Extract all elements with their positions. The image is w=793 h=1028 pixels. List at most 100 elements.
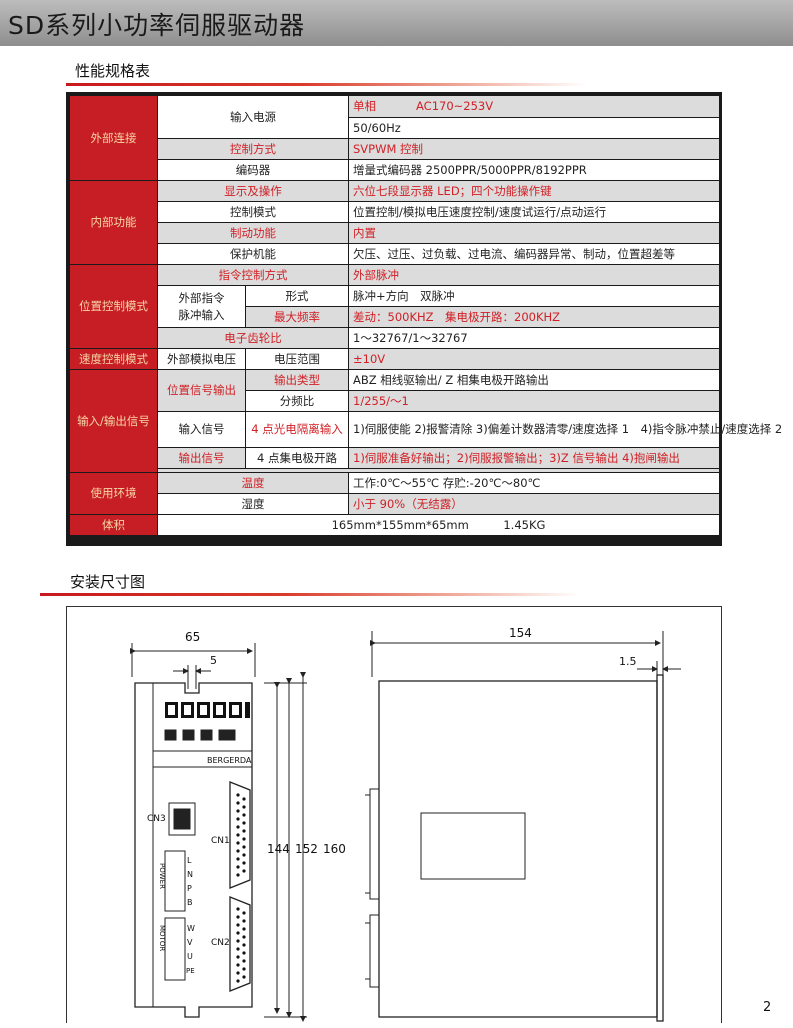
spec-value: 增量式编码器 2500PPR/5000PPR/8192PPR <box>348 159 720 181</box>
table-row: 电子齿轮比 1～32767/1～32767 <box>70 327 720 349</box>
cn3-connector <box>168 802 196 836</box>
table-row: 外部指令脉冲输入 形式 脉冲+方向 双脉冲 <box>70 285 720 328</box>
spec-label: 显示及操作 <box>157 180 349 202</box>
table-row: 50/60Hz <box>70 117 720 139</box>
power-terminal <box>164 850 186 912</box>
dim-label-5: 5 <box>210 654 217 667</box>
table-row: 输入/输出信号 位置信号输出 输出类型 ABZ 相线驱输出/ Z 相集电极开路输… <box>69 369 720 473</box>
sub-label: 输入信号 <box>157 411 246 448</box>
table-row: 湿度 小于 90%（无结露） <box>70 493 720 515</box>
cn2-connector <box>229 896 251 992</box>
spec-value: 内置 <box>348 222 720 244</box>
table-row: 位置控制模式 指令控制方式 外部脉冲 <box>69 264 720 349</box>
spec-label: 形式 <box>245 285 349 307</box>
spec-label: 控制模式 <box>157 201 349 223</box>
dim-label-152: 152 <box>295 842 318 856</box>
power-label: POWER <box>158 863 166 889</box>
motor-terminal <box>164 917 186 981</box>
table-row: 体积 165mm*155mm*65mm 1.45KG <box>69 514 720 536</box>
spec-label: 输出类型 <box>245 369 349 391</box>
side-connector-upper <box>369 788 380 900</box>
spec-value: ±10V <box>348 348 720 370</box>
side-connector-lower <box>369 914 380 988</box>
spec-value: 差动：500KHZ 集电极开路：200KHZ <box>348 306 720 328</box>
cn1-pins <box>236 793 246 877</box>
category-cell: 内部功能 <box>69 180 158 265</box>
spec-value: 50/60Hz <box>348 117 720 139</box>
dim-label-160: 160 <box>323 842 346 856</box>
sub-label-line: 脉冲输入 <box>178 307 225 322</box>
spec-table-frame: 外部连接 输入电源 单相 AC170~253V 50/60Hz 控制方式 SVPW… <box>66 92 782 546</box>
table-row: 分频比 1/255/～1 <box>70 390 720 412</box>
table-row: 速度控制模式 外部模拟电压 电压范围 ±10V <box>69 348 720 370</box>
table-row: 外部连接 输入电源 单相 AC170~253V <box>69 95 720 181</box>
dim-label-154: 154 <box>509 626 532 640</box>
spec-label: 电子齿轮比 <box>157 327 349 349</box>
sub-label: 外部模拟电压 <box>157 348 246 370</box>
category-cell: 体积 <box>69 514 158 536</box>
spec-value: ABZ 相线驱输出/ Z 相集电极开路输出 <box>348 369 720 391</box>
terminal-label: V <box>187 938 193 947</box>
spec-label: 输入电源 <box>157 95 349 139</box>
mode-key-icon <box>200 729 213 741</box>
led-segments <box>168 705 239 715</box>
spec-value: 外部脉冲 <box>348 264 720 286</box>
sub-label: 输出信号 <box>157 447 246 469</box>
category-cell: 速度控制模式 <box>69 348 158 370</box>
spec-value-part: AC170~253V <box>416 99 494 113</box>
spec-label: 分频比 <box>245 390 349 412</box>
spec-value: 1)伺服准备好输出；2)伺服报警输出；3)Z 信号输出 4)抱闸输出 <box>348 447 720 469</box>
spec-label: 4 点集电极开路 <box>245 447 349 469</box>
table-row: 使用环境 温度 工作:0℃～55℃ 存贮:-20℃～80℃ <box>69 472 720 515</box>
category-cell: 使用环境 <box>69 472 158 515</box>
install-section-title: 安装尺寸图 <box>70 573 146 591</box>
spec-label: 编码器 <box>157 159 349 181</box>
spec-value: 六位七段显示器 LED；四个功能操作键 <box>348 180 720 202</box>
brand-label: BERGERDA <box>207 756 252 765</box>
spec-section-rule <box>66 83 586 86</box>
side-view <box>365 631 681 1022</box>
cn3-label: CN3 <box>147 814 166 824</box>
table-row: 保护机能 欠压、过压、过负载、过电流、编码器异常、制动，位置超差等 <box>70 243 720 265</box>
table-row: 最大频率 差动：500KHZ 集电极开路：200KHZ <box>70 306 720 328</box>
spec-value: SVPWM 控制 <box>348 138 720 160</box>
up-key-icon <box>164 729 177 741</box>
category-cell: 外部连接 <box>69 95 158 181</box>
enter-key-icon <box>218 729 236 741</box>
dim-label-1-5: 1.5 <box>619 655 637 668</box>
spec-label: 最大频率 <box>245 306 349 328</box>
front-view <box>130 643 307 1022</box>
spec-label: 温度 <box>157 472 349 494</box>
install-section-rule <box>40 593 580 596</box>
terminal-label: W <box>187 924 195 933</box>
cn1-connector <box>229 781 251 889</box>
spec-value: 单相 AC170~253V <box>348 95 720 118</box>
spec-label: 控制方式 <box>157 138 349 160</box>
table-row: 输入信号 4 点光电隔离输入 1)伺服使能 2)报警清除 3)偏差计数器清零/速… <box>70 411 782 448</box>
spec-table: 外部连接 输入电源 单相 AC170~253V 50/60Hz 控制方式 SVPW… <box>69 95 782 536</box>
cn1-label: CN1 <box>211 836 230 846</box>
table-row: 输出信号 4 点集电极开路 1)伺服准备好输出；2)伺服报警输出；3)Z 信号输… <box>70 447 720 469</box>
table-row: 控制模式 位置控制/模拟电压速度控制/速度试运行/点动运行 <box>70 201 720 223</box>
page-title: SD系列小功率伺服驱动器 <box>8 11 306 40</box>
category-cell: 位置控制模式 <box>69 264 158 349</box>
spec-value: 165mm*155mm*65mm 1.45KG <box>157 514 720 536</box>
spec-value: 1/255/～1 <box>348 390 720 412</box>
install-drawing-frame: 65 5 144 152 160 154 1.5 BERGERDA CN3 CN… <box>66 606 722 1023</box>
down-key-icon <box>182 729 195 741</box>
spec-value: 1～32767/1～32767 <box>348 327 720 349</box>
dim-label-144: 144 <box>267 842 290 856</box>
drive-outline <box>134 682 253 1018</box>
spec-value-part: 单相 <box>353 99 376 113</box>
table-row: 内部功能 显示及操作 六位七段显示器 LED；四个功能操作键 <box>69 180 720 265</box>
spec-value: 脉冲+方向 双脉冲 <box>348 285 720 307</box>
sub-label-line: 外部指令 <box>178 290 225 305</box>
drawing-labels: 65 5 144 152 160 154 1.5 BERGERDA CN3 CN… <box>147 626 637 975</box>
page-number: 2 <box>763 1000 772 1015</box>
spec-value: 小于 90%（无结露） <box>348 493 720 515</box>
spec-section-title: 性能规格表 <box>75 62 151 80</box>
spec-label: 制动功能 <box>157 222 349 244</box>
cn2-pins <box>236 907 246 983</box>
terminal-label: L <box>187 856 192 865</box>
spec-value: 工作:0℃～55℃ 存贮:-20℃～80℃ <box>348 472 720 494</box>
